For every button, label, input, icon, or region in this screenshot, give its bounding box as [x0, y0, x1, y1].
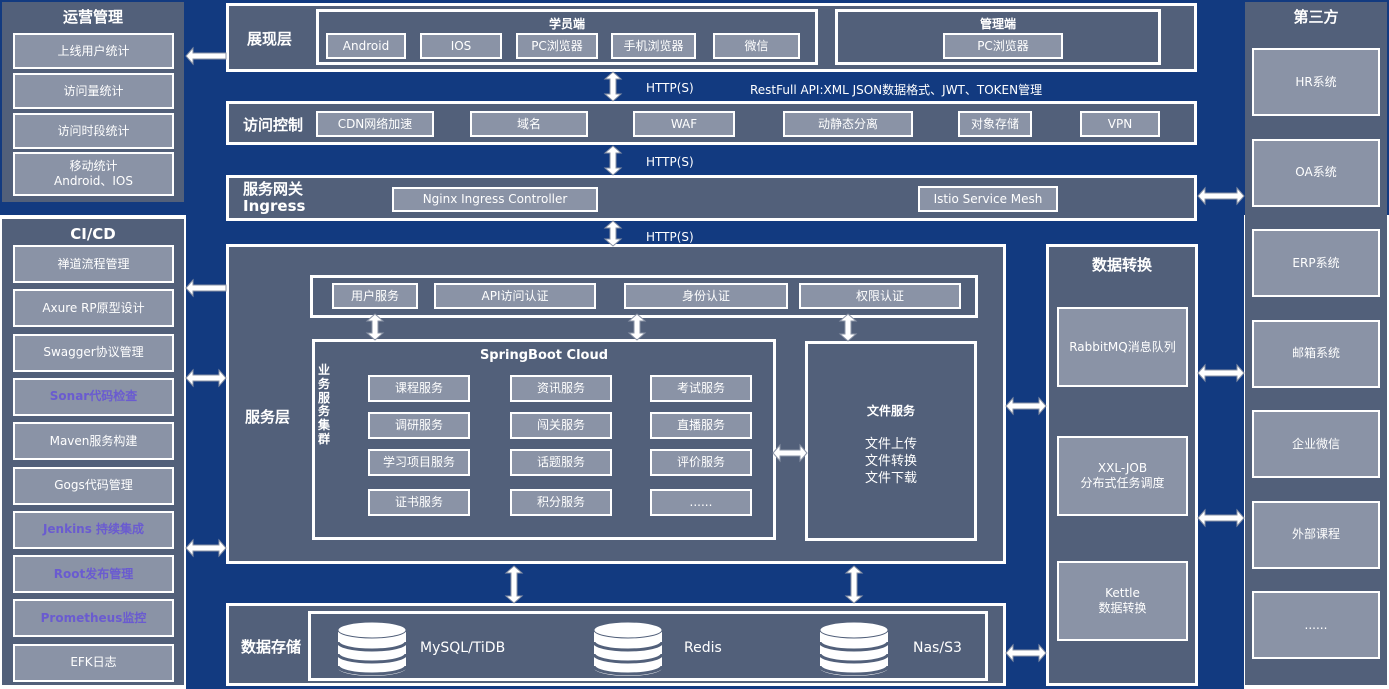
- transform-item[interactable]: Kettle 数据转换: [1057, 561, 1188, 641]
- auth-item[interactable]: API访问认证: [434, 283, 596, 309]
- presentation-title: 展现层: [247, 30, 293, 48]
- service-item[interactable]: ......: [650, 489, 752, 516]
- service-title: 服务层: [245, 408, 291, 426]
- http-label-1: HTTP(S): [646, 81, 694, 95]
- cicd-item[interactable]: Swagger协议管理: [13, 333, 174, 372]
- database-icon: [336, 622, 408, 676]
- arrow-vertical: [603, 145, 623, 176]
- database-icon: [818, 622, 890, 676]
- service-item[interactable]: 闯关服务: [510, 412, 612, 439]
- ops-item[interactable]: 移动统计 Android、IOS: [13, 152, 174, 196]
- arrow-vertical: [603, 71, 623, 102]
- access-title: 访问控制: [243, 116, 304, 134]
- cicd-item[interactable]: Root发布管理: [13, 555, 174, 594]
- auth-item[interactable]: 身份认证: [624, 283, 788, 309]
- storage-item-label: MySQL/TiDB: [420, 640, 506, 656]
- cicd-title: CI/CD: [70, 225, 116, 243]
- http-label-3: HTTP(S): [646, 230, 694, 244]
- third-party-item[interactable]: 邮箱系统: [1252, 319, 1380, 388]
- admin-title: 管理端: [979, 17, 1016, 31]
- third-party-item[interactable]: 企业微信: [1252, 410, 1380, 478]
- transform-item[interactable]: XXL-JOB 分布式任务调度: [1057, 436, 1188, 516]
- arrow-horizontal: [1197, 363, 1245, 383]
- student-item[interactable]: Android: [326, 33, 406, 59]
- admin-item-pc-browser[interactable]: PC浏览器: [943, 33, 1063, 59]
- service-item[interactable]: 直播服务: [650, 412, 752, 439]
- service-item[interactable]: 证书服务: [368, 489, 470, 516]
- ops-title: 运营管理: [62, 8, 123, 26]
- service-item[interactable]: 积分服务: [510, 489, 612, 516]
- arrow-horizontal: [1197, 186, 1245, 206]
- access-item[interactable]: 动静态分离: [783, 111, 913, 137]
- cicd-item[interactable]: EFK日志: [13, 643, 174, 682]
- student-item[interactable]: PC浏览器: [516, 33, 598, 59]
- arrow-horizontal: [185, 46, 227, 66]
- gateway-title: 服务网关 Ingress: [243, 180, 306, 216]
- http-label-2: HTTP(S): [646, 155, 694, 169]
- service-item[interactable]: 评价服务: [650, 449, 752, 476]
- third-party-item[interactable]: OA系统: [1252, 138, 1380, 207]
- third-party-item[interactable]: 外部课程: [1252, 500, 1380, 569]
- cicd-item[interactable]: Sonar代码检查: [13, 377, 174, 416]
- arrow-vertical: [844, 565, 864, 604]
- cicd-item[interactable]: 禅道流程管理: [13, 245, 174, 283]
- third-party-item[interactable]: ERP系统: [1252, 229, 1380, 297]
- arrow-horizontal: [1197, 508, 1245, 528]
- ops-item[interactable]: 访问时段统计: [13, 113, 174, 149]
- arrow-horizontal: [185, 368, 227, 388]
- arrow-vertical: [504, 565, 524, 604]
- cicd-item[interactable]: Maven服务构建: [13, 422, 174, 461]
- service-item[interactable]: 调研服务: [368, 412, 470, 439]
- service-item[interactable]: 学习项目服务: [368, 449, 470, 476]
- transform-title: 数据转换: [1091, 256, 1152, 274]
- access-item[interactable]: 域名: [470, 111, 588, 137]
- storage-item-label: Nas/S3: [913, 640, 962, 656]
- file-service-items: 文件上传 文件转换 文件下载: [864, 437, 917, 486]
- arrow-horizontal: [185, 538, 227, 558]
- arrow-vertical: [627, 313, 647, 341]
- arrow-horizontal: [185, 278, 227, 298]
- database-icon: [592, 622, 664, 676]
- auth-item[interactable]: 用户服务: [332, 283, 418, 309]
- cicd-item[interactable]: Gogs代码管理: [13, 466, 174, 505]
- cicd-item[interactable]: Jenkins 持续集成: [13, 510, 174, 549]
- gateway-item-nginx[interactable]: Nginx Ingress Controller: [392, 187, 598, 212]
- student-item[interactable]: IOS: [420, 33, 502, 59]
- access-item[interactable]: VPN: [1080, 111, 1160, 137]
- access-item[interactable]: WAF: [633, 111, 735, 137]
- auth-item[interactable]: 权限认证: [799, 283, 961, 309]
- service-item[interactable]: 考试服务: [650, 375, 752, 402]
- access-item[interactable]: 对象存储: [958, 111, 1032, 137]
- arrow-vertical: [603, 220, 623, 247]
- arrow-horizontal: [772, 443, 808, 463]
- access-item[interactable]: CDN网络加速: [316, 111, 434, 137]
- cicd-item[interactable]: Axure RP原型设计: [13, 289, 174, 328]
- cicd-item[interactable]: Prometheus监控: [13, 599, 174, 638]
- file-service: 文件服务 文件上传 文件转换 文件下载: [805, 341, 977, 541]
- file-service-title: 文件服务: [866, 404, 915, 418]
- student-title: 学员端: [548, 17, 585, 31]
- storage-item-label: Redis: [684, 640, 722, 656]
- arrow-horizontal: [1005, 643, 1047, 663]
- student-item[interactable]: 微信: [713, 33, 800, 59]
- gateway-item-istio[interactable]: Istio Service Mesh: [918, 186, 1058, 212]
- storage-title: 数据存储: [241, 638, 302, 656]
- springboot-title: SpringBoot Cloud: [479, 348, 609, 363]
- cluster-label: 业 务 服 务 集 群: [318, 363, 331, 446]
- service-item[interactable]: 资讯服务: [510, 375, 612, 402]
- service-item[interactable]: 课程服务: [368, 375, 470, 402]
- transform-item[interactable]: RabbitMQ消息队列: [1057, 307, 1188, 387]
- ops-item[interactable]: 上线用户统计: [13, 33, 174, 69]
- student-item[interactable]: 手机浏览器: [611, 33, 696, 59]
- third-title: 第三方: [1293, 8, 1339, 26]
- third-party-item[interactable]: HR系统: [1252, 48, 1380, 116]
- arrow-horizontal: [1005, 396, 1047, 416]
- ops-item[interactable]: 访问量统计: [13, 73, 174, 109]
- service-item[interactable]: 话题服务: [510, 449, 612, 476]
- arrow-vertical: [365, 313, 385, 341]
- arrow-vertical: [838, 313, 858, 342]
- restful-label: RestFull API:XML JSON数据格式、JWT、TOKEN管理: [750, 83, 1043, 97]
- third-party-item[interactable]: ......: [1252, 591, 1380, 659]
